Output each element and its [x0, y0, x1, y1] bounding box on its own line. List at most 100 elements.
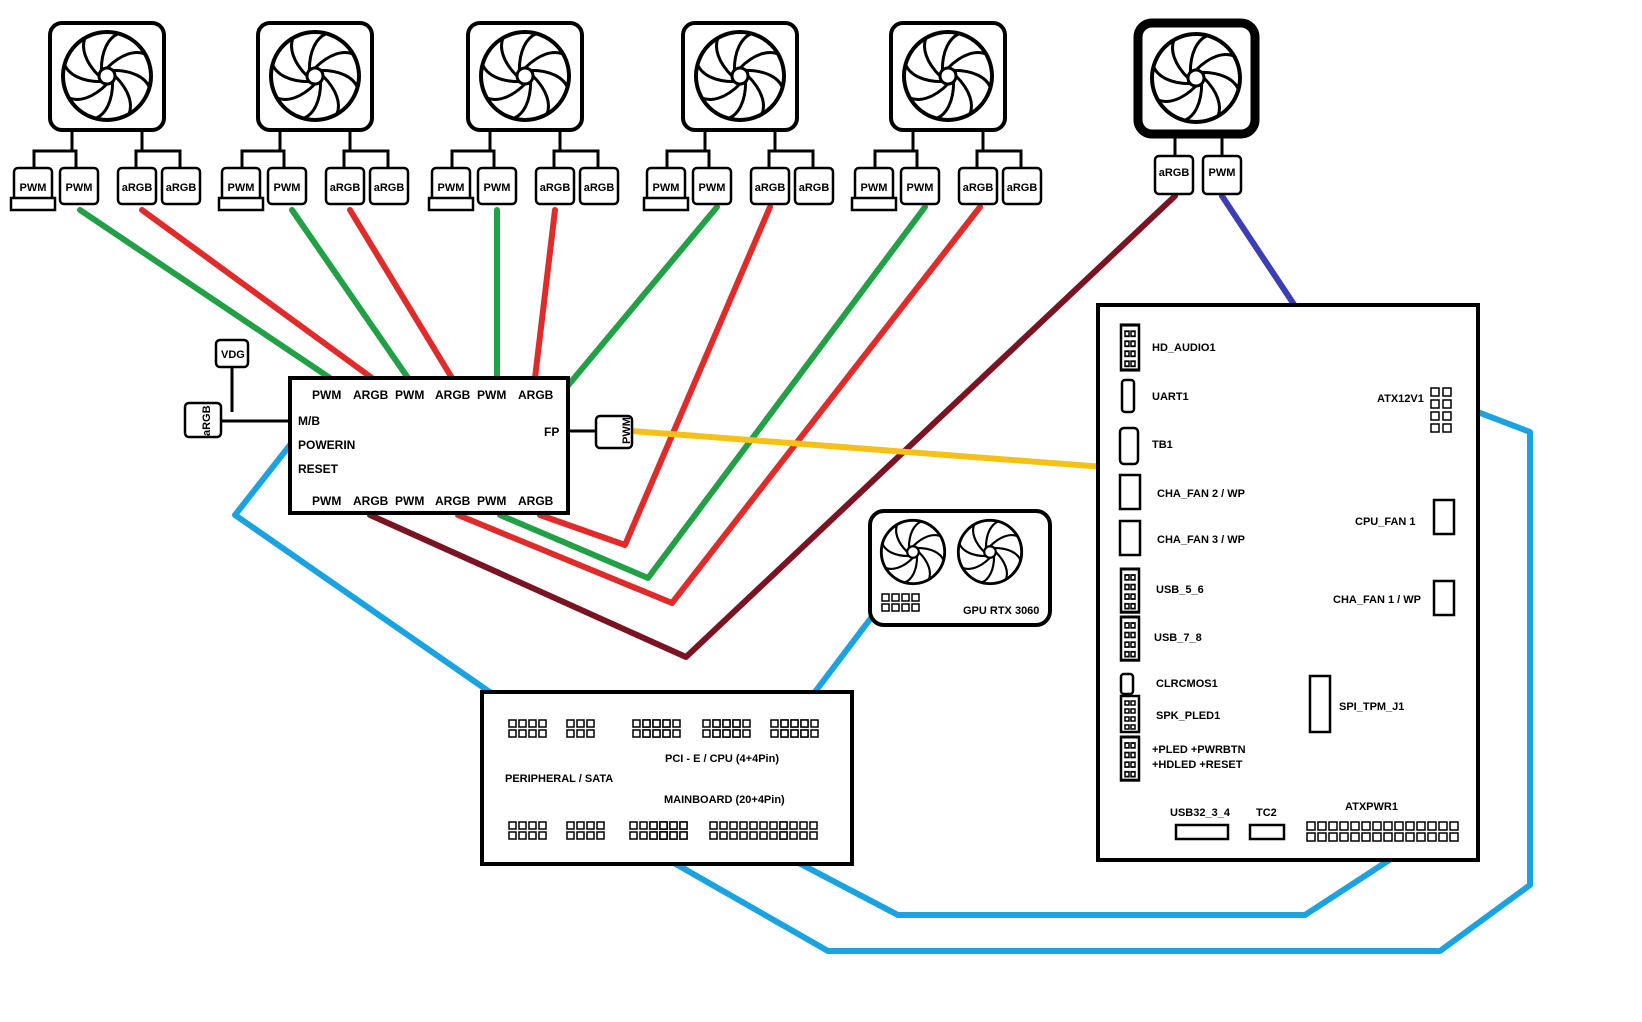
fan-icon [902, 30, 994, 122]
argb-connector-label: aRGB [330, 182, 361, 194]
hub-top-port: PWM [395, 388, 424, 402]
argb-connector [160, 166, 202, 206]
spi-tpm-label: SPI_TPM_J1 [1339, 701, 1404, 713]
hub-reset-label: RESET [298, 462, 339, 476]
argb-wire-fan1 [139, 207, 375, 381]
tc2-label: TC2 [1256, 807, 1277, 819]
gpu-fan-icon [956, 518, 1024, 586]
panel-line2: +HDLED +RESET [1152, 759, 1243, 771]
vdg-label: VDG [221, 349, 245, 361]
argb-wire-fan2 [347, 207, 455, 381]
mb-header-label: USB_5_6 [1156, 584, 1204, 596]
power-wire-atx [790, 852, 1400, 918]
cha-fan1-header [1432, 579, 1456, 617]
mb-header-label: CHA_FAN 2 / WP [1157, 488, 1245, 500]
argb-connector-label: aRGB [799, 182, 830, 194]
psu: PERIPHERAL / SATA PCI - E / CPU (4+4Pin)… [480, 690, 854, 866]
fan-icon [479, 30, 571, 122]
gpu: GPU RTX 3060 [868, 509, 1052, 627]
mb-header-label: TB1 [1152, 439, 1173, 451]
pwm-connector-label: PWM [653, 182, 680, 194]
fan-icon [694, 30, 786, 122]
argb-connector-label: aRGB [1007, 182, 1038, 194]
hub-bottom-port: ARGB [435, 494, 471, 508]
hub-top-port: PWM [312, 388, 341, 402]
hub-bottom-port: PWM [477, 494, 506, 508]
pwm-connector [899, 166, 941, 206]
argb-connector [368, 166, 410, 206]
hub-powerin-label: POWERIN [298, 438, 355, 452]
tc2-header [1248, 823, 1286, 841]
argb-connector [534, 166, 576, 206]
argb-connector-label: aRGB [584, 182, 615, 194]
gpu-label: GPU RTX 3060 [963, 605, 1039, 617]
mb-header-label: CLRCMOS1 [1156, 678, 1218, 690]
mb-header-label: USB_7_8 [1154, 632, 1202, 644]
pwm-connector [691, 166, 733, 206]
pwm-connector [266, 166, 308, 206]
pwm-connector-label: PWM [228, 182, 255, 194]
argb-connector [1153, 154, 1195, 196]
pwm-connector-label: PWM [699, 182, 726, 194]
mb-left-headers: HD_AUDIO1 UART1 TB1 CHA_FAN 2 / WP CHA_F… [1118, 323, 1246, 782]
hub-top-port: ARGB [435, 388, 471, 402]
vdg-connector [214, 338, 250, 369]
hub-bottom-ports: PWM ARGB PWM ARGB PWM ARGB [312, 494, 554, 508]
panel-line1: +PLED +PWRBTN [1152, 744, 1246, 756]
side-argb-label: aRGB [201, 405, 213, 436]
hub-top-ports: PWM ARGB PWM ARGB PWM ARGB [312, 388, 554, 402]
usb32-label: USB32_3_4 [1170, 807, 1231, 819]
argb-connector [324, 166, 366, 206]
pwm-connector-label: PWM [20, 182, 47, 194]
argb-connector [957, 166, 999, 206]
hub-top-port: ARGB [518, 388, 554, 402]
mainboard-label: MAINBOARD (20+4Pin) [664, 794, 785, 806]
fan-icon [61, 30, 153, 122]
fan-icon [1150, 32, 1242, 124]
pwm-connector-label: PWM [907, 182, 934, 194]
mb-header-label: SPK_PLED1 [1156, 710, 1220, 722]
motherboard: HD_AUDIO1 UART1 TB1 CHA_FAN 2 / WP CHA_F… [1096, 303, 1480, 862]
pwm-connector-label: PWM [484, 182, 511, 194]
argb-connector [578, 166, 620, 206]
motherboard-box [1096, 303, 1480, 862]
power-wire-atx12v [657, 403, 1533, 954]
argb-wire-fan5 [455, 204, 983, 606]
pwm-connector [1201, 154, 1243, 196]
pwm-connector [476, 166, 518, 206]
side-argb-connector [183, 401, 223, 439]
argb-connector [749, 166, 791, 206]
mb-header-label: UART1 [1152, 391, 1189, 403]
atx12v-label: ATX12V1 [1377, 393, 1424, 405]
mb-header-label: HD_AUDIO1 [1152, 342, 1216, 354]
pwm-wire-fan2 [289, 207, 411, 381]
pwm-connector-label: PWM [274, 182, 301, 194]
atxpwr-label: ATXPWR1 [1345, 801, 1398, 813]
hub-top-port: PWM [477, 388, 506, 402]
hub-fp-label: FP [544, 425, 559, 439]
mb-header-label: CHA_FAN 3 / WP [1157, 534, 1245, 546]
pwm-wire-fan5 [497, 204, 928, 581]
hub-bottom-port: PWM [395, 494, 424, 508]
argb-connector-label: aRGB [1159, 167, 1190, 179]
pwm-connector [58, 166, 100, 206]
cha-fan1-label: CHA_FAN 1 / WP [1333, 594, 1421, 606]
pwm-connector-label: PWM [861, 182, 888, 194]
pwm-connector-label: PWM [66, 182, 93, 194]
fp-pwm-label: PWM [621, 417, 633, 444]
hub-top-port: ARGB [353, 388, 389, 402]
argb-connector [793, 166, 835, 206]
cpu-fan-header [1432, 498, 1456, 536]
atxpwr-header [1306, 821, 1459, 842]
cpu-fan-label: CPU_FAN 1 [1355, 516, 1416, 528]
pwm-connector-label: PWM [438, 182, 465, 194]
hub-mb-label: M/B [298, 414, 320, 428]
spi-tpm-header [1308, 674, 1332, 734]
